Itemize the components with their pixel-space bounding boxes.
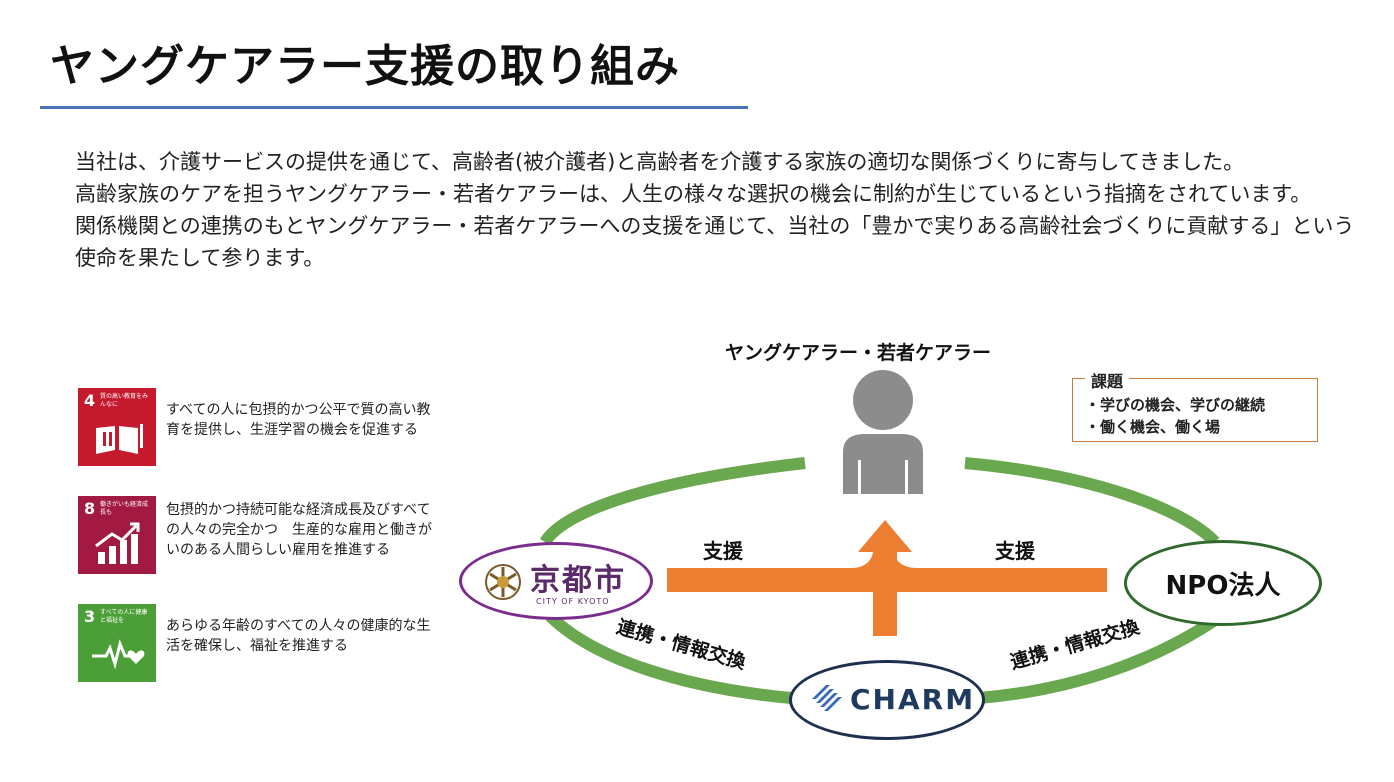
sdg-item-8: 8 働きがいも経済成長も 包摂的かつ持続可能な経済成長及びすべての人々の完全かつ… [78, 496, 441, 574]
kyoto-emblem-icon [485, 564, 521, 600]
ring-arc-bottom-left [545, 611, 792, 704]
sdg-tile-label: すべての人に健康と福祉を [100, 609, 148, 624]
sdg-number: 8 [84, 499, 96, 518]
kyoto-city-name: 京都市 [530, 563, 626, 598]
npo-node: NPO法人 [1124, 540, 1322, 626]
sdg-item-4: 4 質の高い教育をみんなに すべての人に包摂的かつ公平で質の高い教育を提供し、生… [78, 388, 441, 466]
intro-paragraph-2: 高齢家族のケアを担うヤングケアラー・若者ケアラーは、人生の様々な選択の機会に制約… [75, 182, 1312, 206]
charm-node: CHARM [789, 660, 985, 740]
sdg-number: 3 [84, 607, 96, 626]
education-icon [96, 424, 143, 454]
intro-paragraph-3: 関係機関との連携のもとヤングケアラー・若者ケアラーへの支援を通じて、当社の「豊か… [75, 214, 1355, 270]
issue-item: ・働く機会、働く場 [1085, 418, 1221, 436]
intro-text: 当社は、介護サービスの提供を通じて、高齢者(被介護者)と高齢者を介護する家族の適… [75, 146, 1365, 274]
person-icon [843, 370, 923, 494]
ring-arc-top-left [539, 457, 806, 546]
support-label-left: 支援 [703, 539, 743, 563]
support-diagram: ヤングケアラー・若者ケアラー 課題 ・学びの機会、学びの継続 ・働く機会、働く場… [455, 330, 1335, 750]
sdg-tile-8: 8 働きがいも経済成長も [78, 496, 156, 574]
sdg-description: あらゆる年齢のすべての人々の健康的な生活を確保し、福祉を推進する [166, 618, 431, 654]
npo-name: NPO法人 [1165, 571, 1281, 601]
sdg-tile-label: 質の高い教育をみんなに [100, 393, 149, 408]
sdg-description: すべての人に包摂的かつ公平で質の高い教育を提供し、生涯学習の機会を促進する [166, 402, 431, 438]
heartbeat-icon [92, 639, 145, 670]
kyoto-city-english: CITY OF KYOTO [536, 597, 610, 606]
ring-arc-top-right [964, 457, 1220, 547]
sdg-tile-4: 4 質の高い教育をみんなに [78, 388, 156, 466]
charm-logo-icon [812, 685, 842, 711]
young-carer-title: ヤングケアラー・若者ケアラー [725, 342, 992, 364]
issues-title: 課題 [1085, 368, 1130, 392]
page-title: ヤングケアラー支援の取り組み [50, 41, 680, 92]
sdg-number: 4 [84, 391, 96, 410]
issue-item: ・学びの機会、学びの継続 [1085, 396, 1266, 414]
intro-paragraph-1: 当社は、介護サービスの提供を通じて、高齢者(被介護者)と高齢者を介護する家族の適… [75, 150, 1245, 174]
diagram-graphics [539, 370, 1220, 704]
ring-arc-bottom-right [978, 615, 1219, 704]
support-label-right: 支援 [995, 539, 1035, 563]
kyoto-city-node: 京都市 CITY OF KYOTO [459, 542, 653, 620]
growth-chart-icon [95, 522, 140, 564]
charm-name: CHARM [850, 683, 976, 716]
support-arrow [667, 520, 1107, 636]
sdg-item-3: 3 すべての人に健康と福祉を あらゆる年齢のすべての人々の健康的な生活を確保し、… [78, 604, 441, 682]
sdg-tile-3: 3 すべての人に健康と福祉を [78, 604, 156, 682]
title-underline [40, 106, 748, 109]
sdg-description: 包摂的かつ持続可能な経済成長及びすべての人々の完全かつ 生産的な雇用と働きがいの… [166, 502, 432, 558]
sdg-tile-label: 働きがいも経済成長も [100, 501, 149, 516]
issues-box: 課題 ・学びの機会、学びの継続 ・働く機会、働く場 [1072, 368, 1318, 442]
